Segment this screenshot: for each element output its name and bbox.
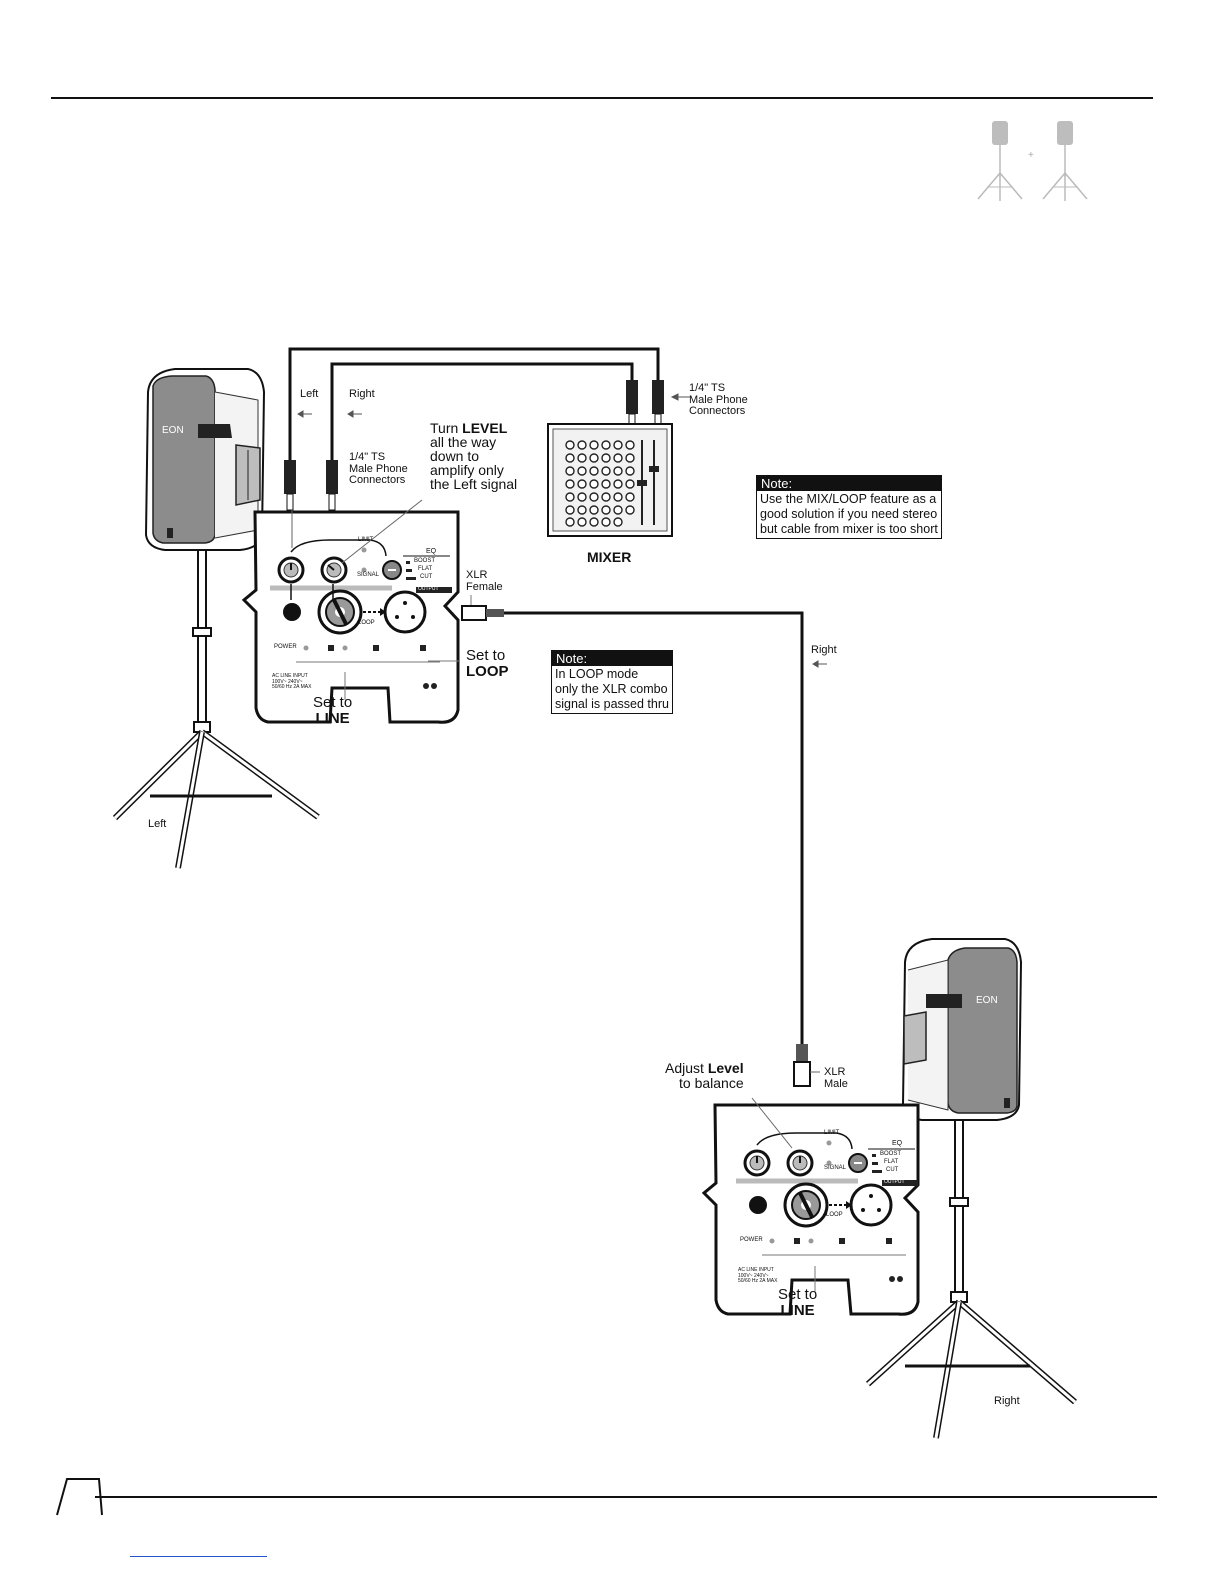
left-stand — [112, 549, 320, 869]
right-power-label: POWER — [740, 1237, 763, 1243]
leader-lines — [291, 499, 423, 564]
right-cut-label: CUT — [886, 1167, 899, 1173]
xlr-cable — [461, 605, 811, 1087]
left-speaker-logo: EON — [162, 425, 184, 436]
leader-lines-right — [751, 1071, 820, 1149]
adjust-level-label: Adjust Level to balance — [665, 1060, 744, 1091]
turn-level-label: Turn LEVEL all the way down to amplify o… — [430, 420, 518, 492]
right-speaker-logo: EON — [976, 995, 998, 1006]
left-rear-panel — [241, 510, 472, 724]
right-cable-label: Right — [349, 388, 375, 400]
mixer-device — [547, 423, 673, 537]
direction-arrows — [297, 393, 827, 668]
left-power-label: POWER — [274, 644, 297, 650]
right-speaker — [901, 938, 1023, 1121]
footer-rule — [95, 1496, 1157, 1498]
left-loop-label: LOOP — [358, 620, 375, 626]
right-rear-panel — [701, 1103, 920, 1316]
left-flat-label: FLAT — [418, 566, 433, 572]
right-xlr-cable-label: Right — [811, 644, 837, 656]
right-stand — [865, 1119, 1077, 1439]
right-boost-label: BOOST — [880, 1151, 902, 1157]
ts-cables — [288, 347, 660, 462]
header-rule — [51, 97, 1153, 99]
left-speaker — [144, 368, 266, 551]
mixer-label: MIXER — [587, 549, 632, 565]
left-signal-label: SIGNAL — [357, 572, 380, 578]
right-speaker-label: Right — [994, 1395, 1020, 1407]
right-flat-label: FLAT — [884, 1159, 899, 1165]
left-eq-label: EQ — [426, 548, 437, 555]
left-speaker-label: Left — [148, 818, 167, 830]
right-loop-label: LOOP — [826, 1212, 843, 1218]
right-limit-label: LIMIT — [824, 1130, 840, 1136]
right-output-label: OUTPUT — [884, 1179, 905, 1185]
left-cable-label: Left — [300, 388, 319, 400]
right-eq-label: EQ — [892, 1140, 903, 1147]
ts-plug-speaker — [284, 460, 338, 511]
left-output-label: OUTPUT — [418, 586, 439, 592]
left-limit-label: LIMIT — [358, 537, 374, 543]
note-loop-mode: Note: In LOOP mode only the XLR combo si… — [551, 650, 673, 714]
left-cut-label: CUT — [420, 574, 433, 580]
right-signal-label: SIGNAL — [824, 1165, 847, 1171]
left-boost-label: BOOST — [414, 558, 436, 564]
svg-text:+: + — [1028, 150, 1034, 161]
footer-link-underline[interactable] — [130, 1556, 267, 1557]
note-mix-loop: Note: Use the MIX/LOOP feature as a good… — [756, 475, 942, 539]
stereo-pair-thumbnail: + — [977, 120, 1088, 202]
